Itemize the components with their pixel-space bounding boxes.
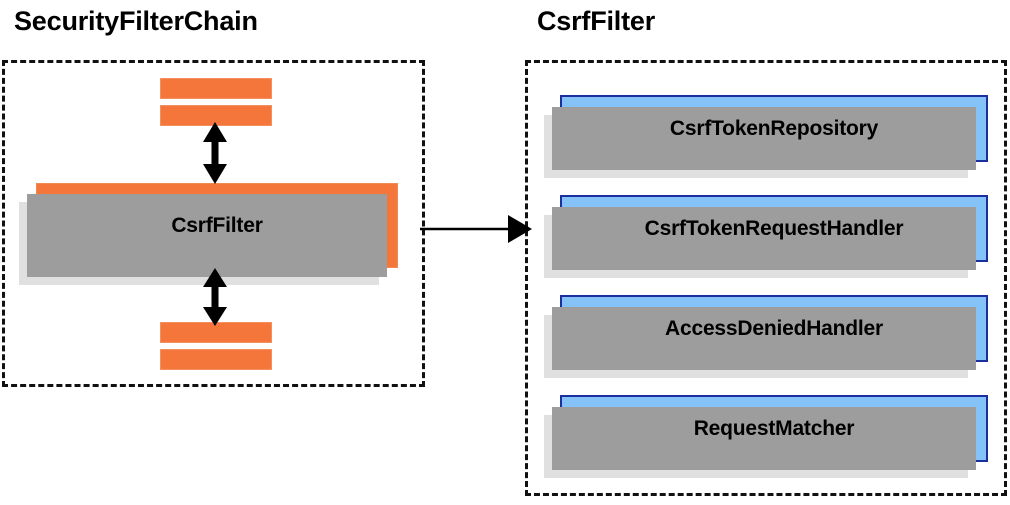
filter-bar-bottom-2 — [160, 349, 272, 370]
page-title-csrf-filter: CsrfFilter — [537, 6, 656, 36]
arrow-bidirectional-up-down-top — [203, 122, 227, 184]
node-csrf-token-request-handler[interactable]: CsrfTokenRequestHandler — [544, 195, 988, 278]
arrow-security-chain-to-csrf-detail — [420, 215, 532, 243]
page-title-security-filter-chain: SecurityFilterChain — [14, 6, 258, 36]
node-csrf-filter[interactable]: CsrfFilter — [19, 183, 398, 285]
filter-bar-top-1 — [160, 78, 272, 99]
arrow-bidirectional-up-down-bottom — [203, 268, 227, 326]
group-panel-security-filter-chain — [2, 60, 425, 387]
group-panel-csrf-filter — [525, 60, 1007, 496]
node-request-matcher[interactable]: RequestMatcher — [544, 395, 988, 478]
node-csrf-token-repository[interactable]: CsrfTokenRepository — [544, 95, 988, 178]
node-access-denied-handler[interactable]: AccessDeniedHandler — [544, 295, 988, 378]
